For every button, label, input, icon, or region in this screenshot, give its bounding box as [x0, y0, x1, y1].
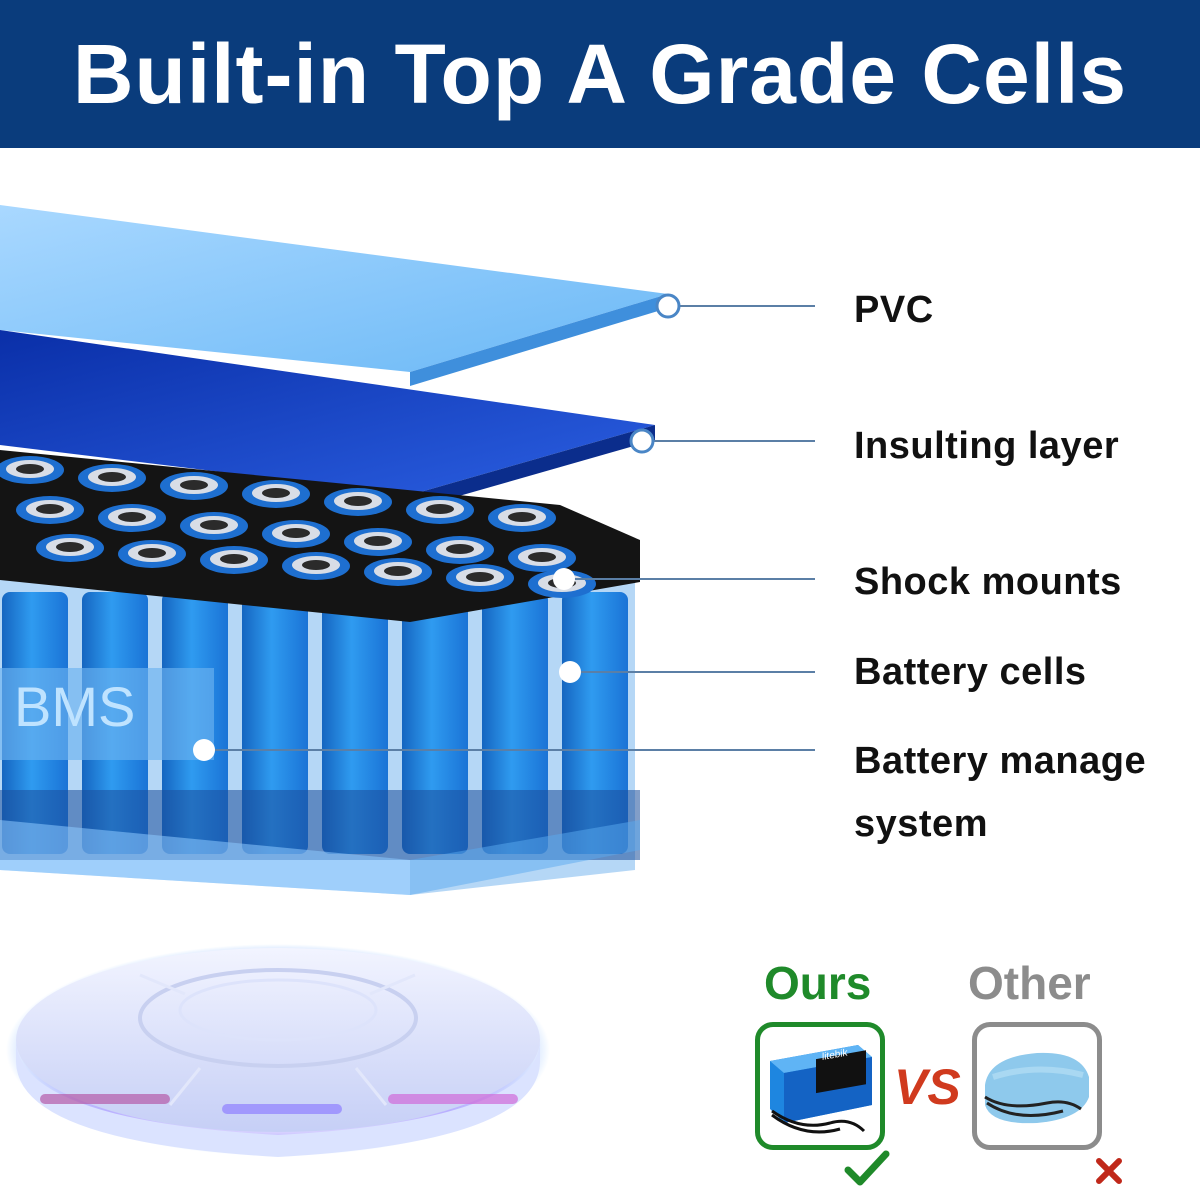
insulating-layer-sheet: [0, 330, 655, 510]
other-battery-icon: [984, 1052, 1089, 1124]
ours-battery-icon: litebik: [770, 1045, 872, 1134]
bms-board: [0, 668, 214, 760]
glowing-platform: [6, 944, 550, 1157]
cross-mark-icon: [1096, 1158, 1122, 1184]
battery-cells-block: [0, 580, 640, 895]
battery-cell: [482, 592, 548, 854]
cell-terminal: [220, 554, 248, 564]
shock-mounts: [0, 450, 640, 622]
cell-terminal: [282, 528, 310, 538]
cell-terminal: [364, 536, 392, 546]
cell-terminal: [508, 512, 536, 522]
header-banner: Built-in Top A Grade Cells: [0, 0, 1200, 148]
label-insulating-layer: Insulting layer: [854, 425, 1120, 467]
battery-cell: [562, 592, 628, 854]
cell-terminal: [262, 488, 290, 498]
label-shock-mounts: Shock mounts: [854, 561, 1122, 603]
check-mark-icon: [844, 1150, 890, 1186]
leader-lines: [204, 305, 815, 751]
cell-terminal: [466, 572, 494, 582]
bms-label: BMS: [14, 675, 136, 738]
cell-terminal: [344, 496, 372, 506]
ours-brand-text: litebik: [822, 1047, 848, 1063]
cell-terminal: [180, 480, 208, 490]
cell-terminal: [302, 560, 330, 570]
cell-terminal: [138, 548, 166, 558]
cell-terminal: [446, 544, 474, 554]
battery-cell: [242, 592, 308, 854]
cell-terminal: [200, 520, 228, 530]
battery-pack-illustration: [0, 205, 815, 1157]
ours-product-thumbnail: litebik: [755, 1022, 885, 1150]
label-battery-cells: Battery cells: [854, 651, 1087, 693]
label-battery-manage-system: Battery manage system: [854, 740, 1147, 845]
battery-cell: [402, 592, 468, 854]
vs-label: VS: [894, 1059, 961, 1115]
cell-terminal: [528, 552, 556, 562]
cell-terminal: [16, 464, 44, 474]
leader-dots: [193, 293, 681, 761]
cell-terminal: [56, 542, 84, 552]
label-pvc: PVC: [854, 289, 934, 331]
cell-terminal: [36, 504, 64, 514]
cell-terminal: [118, 512, 146, 522]
page-title: Built-in Top A Grade Cells: [72, 26, 1128, 121]
other-title: Other: [968, 957, 1091, 1009]
cell-terminal: [98, 472, 126, 482]
pvc-sheet: [0, 205, 668, 386]
cell-terminal: [426, 504, 454, 514]
other-product-thumbnail: [972, 1022, 1102, 1150]
battery-cell: [322, 592, 388, 854]
ours-title: Ours: [764, 957, 872, 1009]
cell-terminal: [384, 566, 412, 576]
